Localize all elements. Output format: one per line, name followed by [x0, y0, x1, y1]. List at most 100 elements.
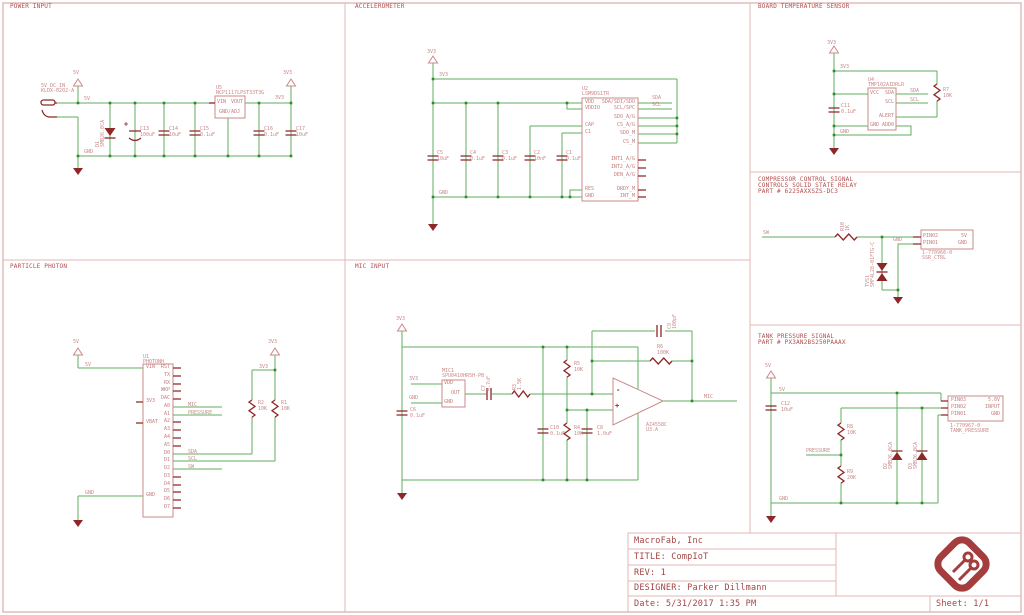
tank-connector-pins [941, 400, 948, 416]
mic-input-label-3v3: 3V3 [409, 376, 419, 382]
compressor-control-label-part-6225axxszs-dc3: PART # 6225AXXSZS-DC3 [758, 188, 839, 195]
tvs1-diode [876, 263, 888, 281]
tank-pressure-label-gnd: GND [779, 496, 789, 502]
imu-u2-body [581, 97, 639, 202]
mic-input-label-mic-input: MIC INPUT [355, 263, 390, 270]
wire-junction [464, 195, 468, 199]
wire-junction [541, 478, 545, 482]
particle-photon-label-d6: D6 [163, 496, 170, 502]
accelerometer-label-10nf: 10nF [534, 156, 547, 162]
wire-junction [895, 501, 899, 505]
mic-input-label-vdd: VDD [444, 380, 454, 386]
power-input-label-smbj6-0ca: SMBJ6.0CA [100, 119, 106, 147]
accelerometer-label-int2-a-g: INT2_A/G [610, 164, 635, 170]
power-input-label-5v-dc-in: 5V_DC_IN [41, 83, 66, 89]
wire-junction [273, 368, 277, 372]
accelerometer-label-vddio: VDDIO [585, 105, 601, 111]
particle-photon-label-gnd: GND [146, 492, 156, 498]
particle-photon-label-sw: SW [188, 464, 195, 470]
supply-symbol [396, 323, 408, 332]
mic-input-label-10k: 10K [574, 367, 584, 373]
particle-photon-label-vin: VIN [146, 364, 156, 370]
capacitor-c12 [765, 405, 777, 411]
compressor-control-label-5v: 5V [960, 233, 967, 239]
particle-photon-label-a3: A3 [163, 426, 170, 432]
jack-sleeve [41, 102, 57, 118]
section-dividers [3, 3, 1021, 612]
mic-input-label-c6: C6 [410, 407, 417, 413]
power-input-label-c16: C16 [264, 126, 274, 132]
tank-pressure-label-part-px3an2bs250paaax: PART # PX3AN2BS250PAAAX [758, 339, 846, 346]
capacitor-c11 [828, 107, 840, 113]
mic-input-label-1-5k: 1.5K [517, 377, 523, 390]
compressor-control-graphics [762, 229, 974, 304]
board-temperature-sensor-label-r7: R7 [943, 87, 950, 93]
power-input-label-gnd: GND [84, 149, 94, 155]
sheet-rev: REV: 1 [634, 568, 666, 578]
diode-d1 [104, 128, 116, 136]
wire-junction [496, 195, 500, 199]
compressor-control-label-1k: 1K [845, 224, 851, 231]
compressor-wires [762, 236, 913, 297]
supply-symbol [427, 55, 439, 64]
power-input-label-kldx-0202-a: KLDX-0202-A [41, 88, 75, 94]
accelerometer-label-drdy-m: DRDY_M [616, 186, 635, 192]
mic-input-label-0-1uf: 0.1uF [410, 413, 426, 419]
tank-pressure-label-5-0v: 5.0V [987, 397, 1000, 403]
board-temperature-sensor-label-u4: U4 [868, 77, 875, 83]
photon-u1-body [142, 363, 174, 518]
board-temperature-sensor-label-scl: SCL [884, 99, 894, 105]
wire-junction [839, 501, 843, 505]
opamp-u3a-body [612, 377, 665, 426]
accelerometer-label-c4: C4 [470, 150, 477, 156]
accelerometer-label-3v3: 3V3 [427, 49, 437, 55]
title-block-frame [627, 532, 1022, 613]
mic-input-label-4-7uf: 4.7uF [486, 375, 492, 391]
tank-pressure-label-input: INPUT [984, 404, 1000, 410]
mic-input-label-c10: C10 [550, 425, 560, 431]
tank-pressure-graphics [765, 370, 1004, 523]
wire-junction [895, 391, 899, 395]
wire-junctions [76, 69, 924, 505]
compressor-control-label-ssr-ctrl: SSR_CTRL [922, 255, 947, 261]
board-temperature-sensor-label-board-temperature-sensor: BOARD TEMPERATURE SENSOR [758, 3, 850, 10]
wire-junction [590, 392, 594, 396]
board-temperature-sensor-label-alert: ALERT [878, 113, 894, 119]
wire-junction [832, 133, 836, 137]
gnd-arrow [766, 516, 776, 523]
board-temperature-sensor-label-10k: 10K [943, 93, 953, 99]
accelerometer-label-int-m: INT_M [619, 193, 635, 199]
particle-photon-label-d4: D4 [163, 481, 170, 487]
tank-wires [770, 378, 948, 516]
compressor-control-label-pin01: PIN01 [923, 240, 939, 246]
wire-junction [896, 288, 900, 292]
supply-symbol [765, 370, 777, 379]
mic-input-label-mic1: MIC1 [442, 368, 455, 374]
accelerometer-label-scl: SCL [652, 102, 662, 108]
mic-input-label-100k: 100K [657, 350, 670, 356]
particle-photon-label-rx: RX [163, 380, 170, 386]
accelerometer-label-res: RES [585, 186, 595, 192]
mic-input-label-spu0410hr5h-pb: SPU0410HR5H-PB [442, 373, 485, 379]
tank-pressure-label-5v: 5V [779, 387, 786, 393]
wire-junction [565, 408, 569, 412]
wire-junction [675, 124, 679, 128]
accelerometer-label-vdd: VDD [585, 99, 595, 105]
compressor-control-label-compressor-control-signal: COMPRESSOR CONTROL SIGNAL [758, 176, 854, 183]
gnd-arrow [397, 493, 407, 500]
mic-capacitors [396, 325, 662, 434]
particle-photon-label-vbat: VBAT [146, 419, 159, 425]
compressor-control-label-smf4l28-01ftg-c: SMF4L28-01FTG-C [870, 241, 876, 287]
tank-pressure-label-5v: 5V [765, 363, 772, 369]
tank-pressure-label-smbj6-0ca: SMBJ6.0CA [888, 441, 894, 469]
sheet-designer: DESIGNER: Parker Dillmann [634, 583, 767, 593]
tank-pressure-label-1-770967-0: 1-770967-0 [950, 423, 981, 429]
wire-junction [193, 101, 197, 105]
gnd-arrow [829, 148, 839, 155]
power-input-label-c17: C17 [296, 126, 306, 132]
tank-pressure-label-pin02: PIN02 [951, 404, 967, 410]
pullup-resistors-r1-r2 [247, 399, 280, 418]
company-name: MacroFab, Inc [634, 536, 704, 546]
power-input-label-5v: 5V [73, 70, 80, 76]
wire-junction [257, 101, 261, 105]
